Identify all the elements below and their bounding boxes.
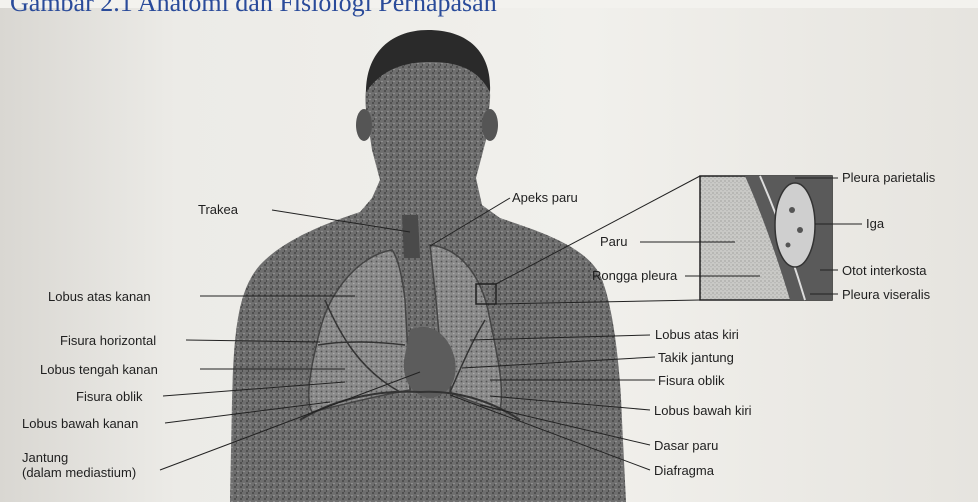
label-lobus-atas-kiri: Lobus atas kiri (655, 327, 739, 342)
label-fisura-oblik-kanan: Fisura oblik (76, 389, 142, 404)
left-ear (482, 109, 498, 141)
rib-pore (789, 207, 795, 213)
label-lobus-tengah-kanan: Lobus tengah kanan (40, 362, 158, 377)
label-jantung-sub: (dalam mediastium) (22, 465, 136, 480)
label-iga: Iga (866, 216, 884, 231)
figure-caption: Gambar 2.1 Anatomi dan Fisiologi Pernapa… (10, 0, 497, 18)
right-ear (356, 109, 372, 141)
pleura-inset (700, 176, 832, 300)
label-trakea: Trakea (198, 202, 238, 217)
label-takik-jantung: Takik jantung (658, 350, 734, 365)
label-lobus-bawah-kanan: Lobus bawah kanan (22, 416, 138, 431)
label-pleura-parietalis: Pleura parietalis (842, 170, 935, 185)
label-rongga-pleura: Rongga pleura (592, 268, 677, 283)
label-dasar-paru: Dasar paru (654, 438, 718, 453)
label-diafragma: Diafragma (654, 463, 714, 478)
label-pleura-viseralis: Pleura viseralis (842, 287, 930, 302)
rib-pore (786, 243, 791, 248)
trachea (402, 215, 420, 258)
rib-section (775, 183, 815, 267)
label-lobus-atas-kanan: Lobus atas kanan (48, 289, 151, 304)
torso-silhouette (230, 34, 626, 502)
label-jantung: Jantung (22, 450, 68, 465)
label-otot-interkosta: Otot interkosta (842, 263, 927, 278)
label-fisura-horizontal: Fisura horizontal (60, 333, 156, 348)
label-apeks-paru: Apeks paru (512, 190, 578, 205)
body-figure (230, 30, 626, 502)
label-lobus-bawah-kiri: Lobus bawah kiri (654, 403, 752, 418)
label-paru: Paru (600, 234, 627, 249)
label-fisura-oblik-kiri: Fisura oblik (658, 373, 724, 388)
rib-pore (797, 227, 803, 233)
